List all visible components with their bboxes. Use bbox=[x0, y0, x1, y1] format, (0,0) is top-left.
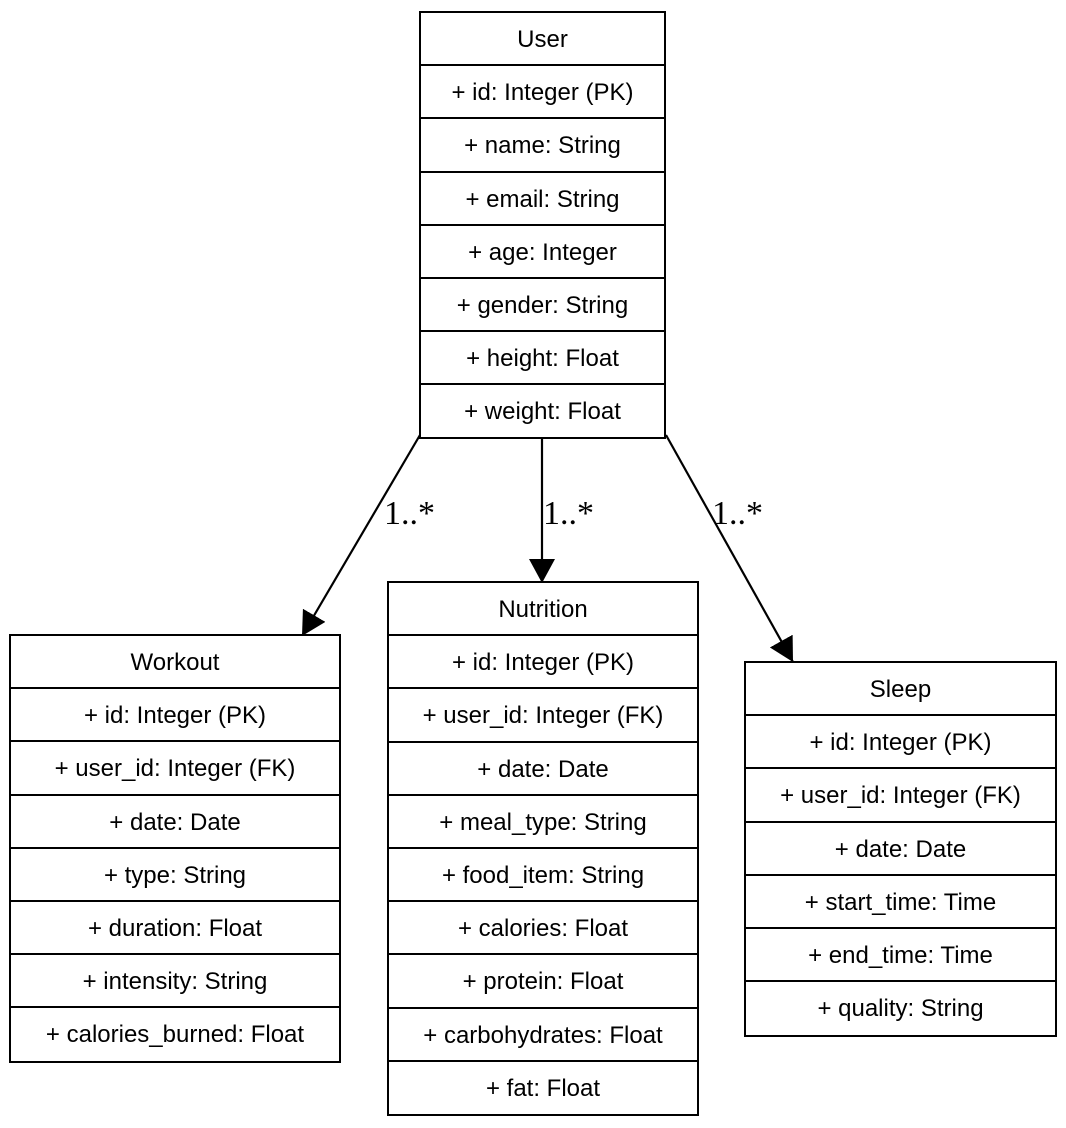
attribute-row: + type: String bbox=[11, 849, 339, 902]
edge-user-workout bbox=[301, 434, 421, 637]
attribute-row: + carbohydrates: Float bbox=[389, 1009, 697, 1062]
attribute-row: + user_id: Integer (FK) bbox=[746, 769, 1055, 823]
attribute-row: + height: Float bbox=[421, 332, 664, 386]
attribute-row: + id: Integer (PK) bbox=[11, 689, 339, 743]
entity-title: Workout bbox=[11, 636, 339, 690]
attribute-row: + id: Integer (PK) bbox=[421, 66, 664, 120]
attribute-row: + gender: String bbox=[421, 279, 664, 333]
attribute-row: + start_time: Time bbox=[746, 876, 1055, 929]
entity-title: User bbox=[421, 13, 664, 67]
attribute-row: + protein: Float bbox=[389, 955, 697, 1009]
attribute-row: + intensity: String bbox=[11, 955, 339, 1009]
multiplicity-sleep: 1..* bbox=[712, 495, 763, 532]
attribute-row: + name: String bbox=[421, 119, 664, 173]
attribute-row: + calories: Float bbox=[389, 902, 697, 956]
multiplicity-nutrition: 1..* bbox=[543, 495, 594, 532]
attribute-row: + food_item: String bbox=[389, 849, 697, 903]
multiplicity-workout: 1..* bbox=[384, 495, 435, 532]
attribute-row: + end_time: Time bbox=[746, 929, 1055, 983]
entity-nutrition: Nutrition + id: Integer (PK) + user_id: … bbox=[387, 581, 699, 1116]
attribute-row: + user_id: Integer (FK) bbox=[11, 742, 339, 796]
attribute-row: + id: Integer (PK) bbox=[389, 636, 697, 690]
attribute-row: + id: Integer (PK) bbox=[746, 716, 1055, 770]
entity-title: Nutrition bbox=[389, 583, 697, 637]
attribute-row: + fat: Float bbox=[485, 1074, 601, 1102]
entity-workout: Workout + id: Integer (PK) + user_id: In… bbox=[9, 634, 341, 1063]
attribute-row: + calories_burned: Float bbox=[45, 1021, 305, 1049]
attribute-row: + age: Integer bbox=[421, 226, 664, 279]
entity-title: Sleep bbox=[746, 663, 1055, 717]
entity-user: User + id: Integer (PK) + name: String +… bbox=[419, 11, 666, 439]
attribute-row: + quality: String bbox=[817, 995, 984, 1023]
attribute-row: + weight: Float bbox=[464, 398, 621, 426]
attribute-row: + date: Date bbox=[11, 796, 339, 849]
attribute-row: + date: Date bbox=[746, 823, 1055, 876]
attribute-row: + duration: Float bbox=[11, 902, 339, 956]
attribute-row: + user_id: Integer (FK) bbox=[389, 689, 697, 743]
entity-sleep: Sleep + id: Integer (PK) + user_id: Inte… bbox=[744, 661, 1057, 1037]
attribute-row: + meal_type: String bbox=[389, 796, 697, 849]
attribute-row: + date: Date bbox=[389, 743, 697, 796]
edge-user-sleep bbox=[665, 434, 794, 663]
attribute-row: + email: String bbox=[421, 173, 664, 226]
